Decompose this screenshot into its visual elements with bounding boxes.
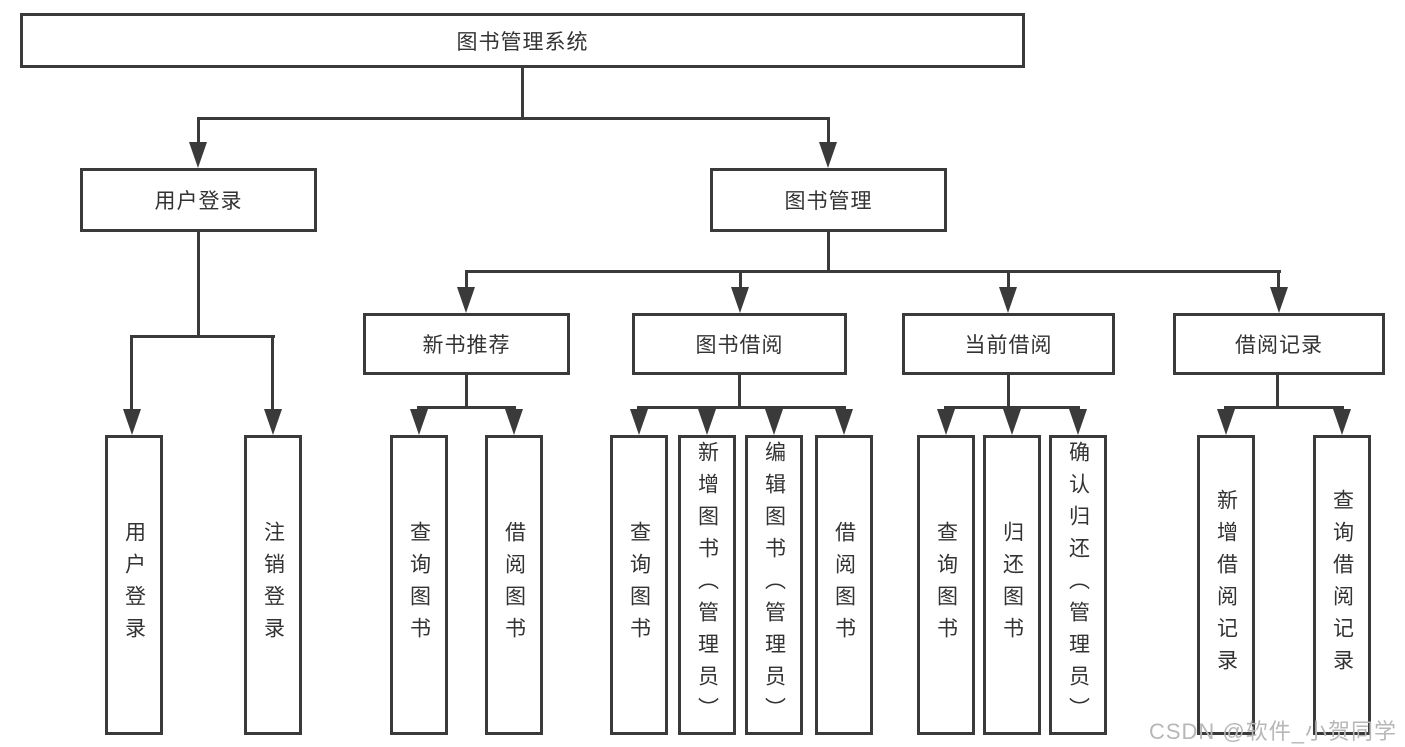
node-borrowing-records: 借阅记录 (1173, 313, 1385, 375)
arrow-down-icon (765, 409, 783, 435)
leaf-add-borrow-record-label: 新增借阅记录 (1214, 489, 1238, 681)
leaf-query-books-borrowing: 查询图书 (610, 435, 668, 735)
leaf-logout: 注销登录 (244, 435, 302, 735)
connector-leaf-stem (271, 335, 274, 415)
leaf-query-books-current: 查询图书 (917, 435, 975, 735)
leaf-add-books-admin-label: 新增图书（管理员） (695, 441, 719, 729)
node-root-label: 图书管理系统 (456, 30, 589, 54)
arrow-down-icon (819, 142, 837, 168)
leaf-return-books: 归还图书 (983, 435, 1041, 735)
leaf-query-books-recommend-label: 查询图书 (407, 521, 431, 649)
node-book-management: 图书管理 (710, 168, 947, 232)
connector-leaf-stem (130, 335, 133, 415)
leaf-edit-books-admin-label: 编辑图书（管理员） (762, 441, 786, 729)
leaf-query-books-current-label: 查询图书 (934, 521, 958, 649)
node-new-book-recommend-label: 新书推荐 (422, 334, 511, 357)
connector-l3-stem (1277, 270, 1280, 293)
connector-book-mgmt-stem (827, 117, 830, 148)
leaf-borrow-books-label: 借阅图书 (832, 521, 856, 649)
arrow-down-icon (937, 409, 955, 435)
leaf-query-books-recommend: 查询图书 (390, 435, 448, 735)
leaf-edit-books-admin: 编辑图书（管理员） (745, 435, 803, 735)
node-current-borrowing: 当前借阅 (902, 313, 1115, 375)
connector-book-mgmt-rail (465, 270, 1281, 273)
node-user-login-label: 用户登录 (154, 190, 243, 213)
leaf-borrow-books-recommend: 借阅图书 (485, 435, 543, 735)
connector-root-rail (197, 117, 830, 120)
leaf-return-books-label: 归还图书 (1000, 521, 1024, 649)
connector-l3-stem (1007, 270, 1010, 293)
leaf-query-books-borrowing-label: 查询图书 (627, 521, 651, 649)
arrow-down-icon (630, 409, 648, 435)
arrow-down-icon (505, 409, 523, 435)
connector-l3-stem (465, 270, 468, 293)
arrow-down-icon (189, 142, 207, 168)
arrow-down-icon (123, 409, 141, 435)
leaf-user-login: 用户登录 (105, 435, 163, 735)
connector-user-login-stem (197, 117, 200, 148)
arrow-down-icon (457, 287, 475, 313)
leaf-query-borrow-record-label: 查询借阅记录 (1330, 489, 1354, 681)
node-book-borrowing: 图书借阅 (632, 313, 847, 375)
arrow-down-icon (1069, 409, 1087, 435)
arrow-down-icon (999, 287, 1017, 313)
connector-recommend-down (465, 375, 468, 406)
arrow-down-icon (1333, 409, 1351, 435)
node-current-borrowing-label: 当前借阅 (964, 334, 1053, 357)
node-root: 图书管理系统 (20, 13, 1025, 68)
leaf-user-login-label: 用户登录 (122, 521, 146, 649)
node-book-borrowing-label: 图书借阅 (695, 334, 784, 357)
node-new-book-recommend: 新书推荐 (363, 313, 570, 375)
arrow-down-icon (1003, 409, 1021, 435)
leaf-borrow-books: 借阅图书 (815, 435, 873, 735)
arrow-down-icon (1217, 409, 1235, 435)
leaf-add-books-admin: 新增图书（管理员） (678, 435, 736, 735)
leaf-confirm-return-admin-label: 确认归还（管理员） (1066, 441, 1090, 729)
node-borrowing-records-label: 借阅记录 (1235, 334, 1323, 357)
arrow-down-icon (264, 409, 282, 435)
arrow-down-icon (410, 409, 428, 435)
leaf-logout-label: 注销登录 (261, 521, 285, 649)
leaf-add-borrow-record: 新增借阅记录 (1197, 435, 1255, 735)
connector-records-down (1276, 375, 1279, 406)
leaf-confirm-return-admin: 确认归还（管理员） (1049, 435, 1107, 735)
arrow-down-icon (731, 287, 749, 313)
connector-records-rail (1224, 406, 1344, 409)
leaf-query-borrow-record: 查询借阅记录 (1313, 435, 1371, 735)
arrow-down-icon (835, 409, 853, 435)
connector-user-login-rail (130, 335, 275, 338)
connector-root-stem (521, 68, 524, 117)
connector-book-mgmt-down (827, 232, 830, 270)
connector-borrowing-down (738, 375, 741, 406)
connector-user-login-down (197, 232, 200, 335)
connector-current-down (1007, 375, 1010, 406)
arrow-down-icon (698, 409, 716, 435)
arrow-down-icon (1270, 287, 1288, 313)
node-user-login: 用户登录 (80, 168, 317, 232)
connector-l3-stem (739, 270, 742, 293)
csdn-watermark: CSDN @软件_小贺同学 (1148, 719, 1397, 744)
connector-borrowing-rail (637, 406, 846, 409)
node-book-management-label: 图书管理 (784, 190, 873, 213)
connector-recommend-rail (417, 406, 516, 409)
leaf-borrow-books-recommend-label: 借阅图书 (502, 521, 526, 649)
